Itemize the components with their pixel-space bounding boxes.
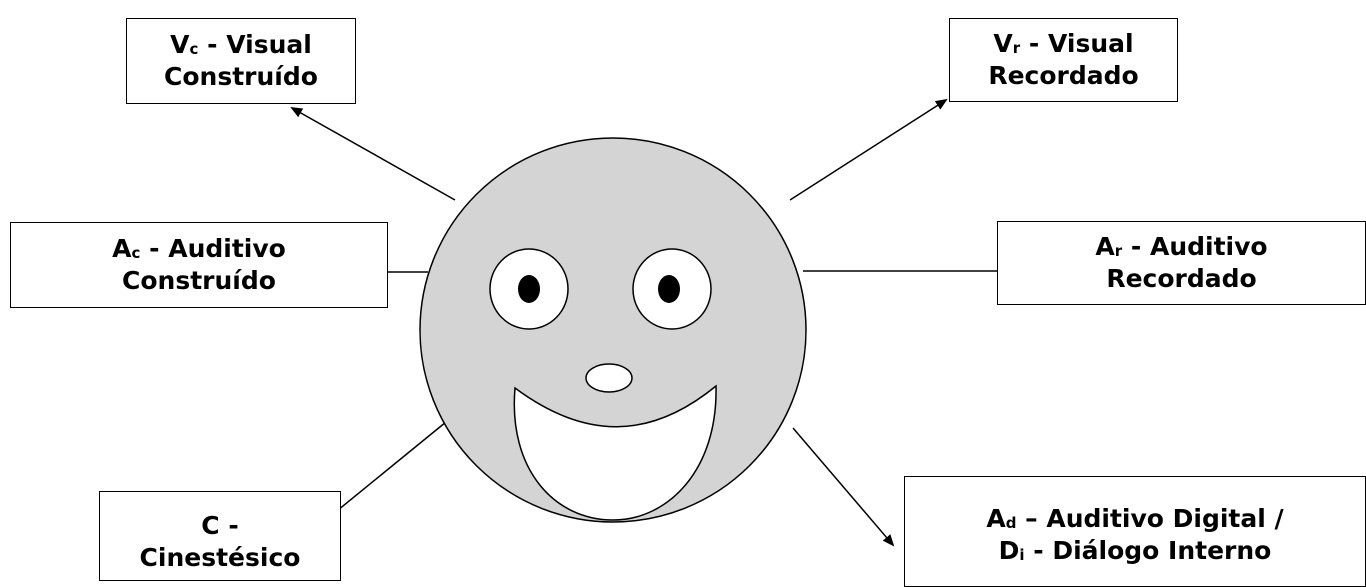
label-text: - Diálogo Interno (1025, 536, 1272, 565)
label-text: Recordado (1106, 263, 1256, 295)
label-text: Construído (164, 61, 318, 93)
label-letter: V (170, 30, 189, 59)
arrow-to-auditivo-digital (793, 428, 893, 545)
label-line: Ac - Auditivo (112, 233, 286, 265)
nose (586, 364, 632, 392)
left-pupil (518, 275, 540, 303)
label-letter: A (1095, 232, 1114, 261)
label-letter: A (112, 234, 131, 263)
label-text: - Auditivo (1122, 232, 1267, 261)
label-text: Recordado (988, 60, 1138, 92)
label-text: Cinestésico (140, 542, 301, 574)
label-text: - Auditivo (140, 234, 285, 263)
label-text: Construído (122, 265, 276, 297)
label-letter: A (986, 504, 1005, 533)
arrow-to-visual-recordado (790, 100, 946, 200)
label-text: - Visual (198, 30, 311, 59)
right-pupil (658, 275, 680, 303)
label-line: Ar - Auditivo (1095, 231, 1267, 263)
label-cinestesico: C - Cinestésico (99, 491, 341, 581)
label-auditivo-construido: Ac - Auditivo Construído (10, 222, 388, 308)
label-text: C - (201, 510, 238, 542)
label-text: - Visual (1020, 29, 1133, 58)
label-line: Vr - Visual (993, 28, 1133, 60)
label-visual-recordado: Vr - Visual Recordado (949, 18, 1178, 102)
label-letter: V (993, 29, 1012, 58)
label-subscript: d (1006, 514, 1017, 532)
label-auditivo-recordado: Ar - Auditivo Recordado (997, 221, 1366, 305)
label-line: Vc - Visual (170, 29, 312, 61)
arrow-to-visual-construido (292, 108, 455, 200)
label-text: – Auditivo Digital / (1016, 504, 1283, 533)
smiley-face-icon (420, 138, 806, 522)
label-line: Ad – Auditivo Digital / (986, 503, 1283, 535)
label-line: Di - Diálogo Interno (999, 535, 1272, 567)
label-auditivo-digital-dialogo-interno: Ad – Auditivo Digital / Di - Diálogo Int… (904, 476, 1366, 587)
label-letter: D (999, 536, 1020, 565)
label-visual-construido: Vc - Visual Construído (126, 18, 356, 104)
